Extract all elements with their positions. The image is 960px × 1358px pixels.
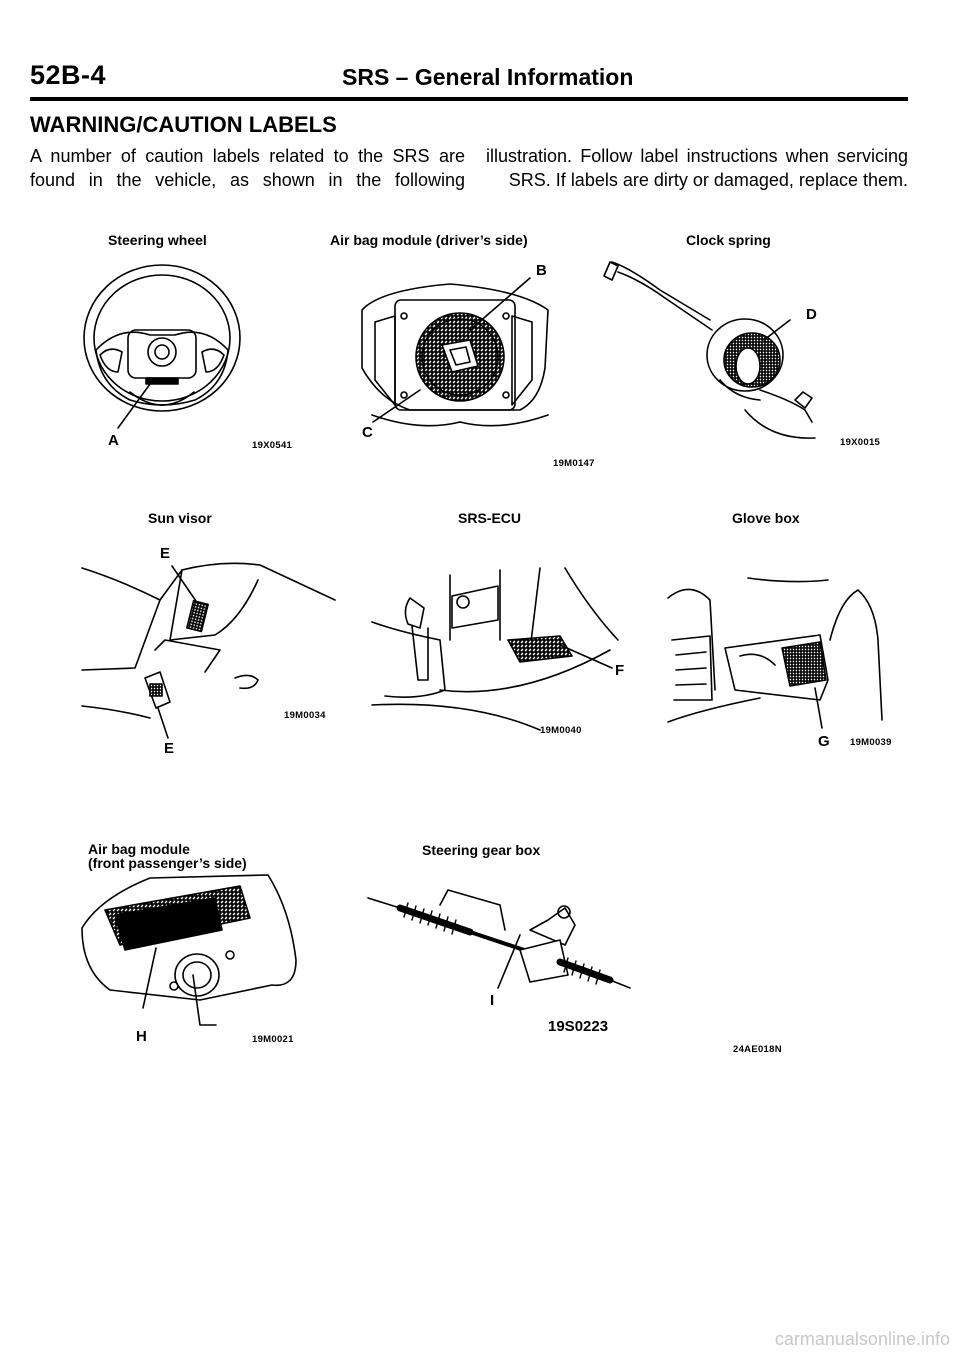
callout-e-top: E (160, 545, 171, 562)
callout-d: D (806, 306, 817, 323)
figure-code-19s0223: 19S0223 (548, 1018, 609, 1035)
caption-airbag-passenger-2: (front passenger’s side) (88, 855, 247, 871)
callout-e-bottom: E (164, 740, 175, 757)
figure-code-19x0541: 19X0541 (252, 440, 293, 451)
caption-sun-visor: Sun visor (148, 510, 212, 526)
airbag-passenger-drawing (81, 874, 297, 1026)
steering-gear-drawing (367, 889, 631, 989)
intro-text-left-1: A number of caution labels related to th… (30, 146, 465, 166)
callout-b: B (536, 262, 547, 279)
figure-code-19m0039: 19M0039 (850, 737, 892, 748)
figure-code-19x0015: 19X0015 (840, 437, 881, 448)
callout-h: H (136, 1028, 147, 1045)
figure-code-19m0034: 19M0034 (284, 710, 326, 721)
airbag-driver-drawing (361, 277, 549, 427)
callout-a: A (108, 432, 119, 449)
caption-steering-gear: Steering gear box (422, 842, 541, 858)
intro-text-right-1: illustration. Follow label instructions … (486, 146, 908, 166)
page-number: 52B-4 (30, 60, 107, 90)
figure-code-19m0147: 19M0147 (553, 458, 595, 469)
callout-i: I (490, 992, 495, 1009)
caption-srs-ecu: SRS-ECU (458, 510, 522, 526)
footer-watermark: carmanualsonline.info (774, 1329, 950, 1349)
callout-f: F (615, 662, 625, 679)
clock-spring-drawing (603, 261, 816, 439)
figure-reference-code: 24AE018N (733, 1044, 782, 1055)
section-heading: WARNING/CAUTION LABELS (30, 112, 337, 137)
caption-airbag-driver: Air bag module (driver’s side) (330, 232, 528, 248)
figure-code-19m0040: 19M0040 (540, 725, 582, 736)
glove-box-drawing (667, 577, 883, 729)
srs-ecu-drawing (371, 567, 619, 731)
sun-visor-drawing (81, 562, 336, 739)
page-title: SRS – General Information (342, 64, 634, 90)
intro-text-right-2: SRS. If labels are dirty or damaged, rep… (508, 170, 908, 190)
callout-g: G (818, 733, 830, 750)
caption-glove-box: Glove box (732, 510, 800, 526)
caption-clock-spring: Clock spring (686, 232, 771, 248)
caption-airbag-passenger-1: Air bag module (88, 841, 190, 857)
header-rule (30, 97, 908, 101)
caption-steering-wheel: Steering wheel (108, 232, 207, 248)
callout-c: C (362, 424, 373, 441)
intro-text-left-2: found in the vehicle, as shown in the fo… (30, 170, 465, 190)
figure-code-19m0021: 19M0021 (252, 1034, 294, 1045)
steering-wheel-drawing (83, 264, 241, 429)
